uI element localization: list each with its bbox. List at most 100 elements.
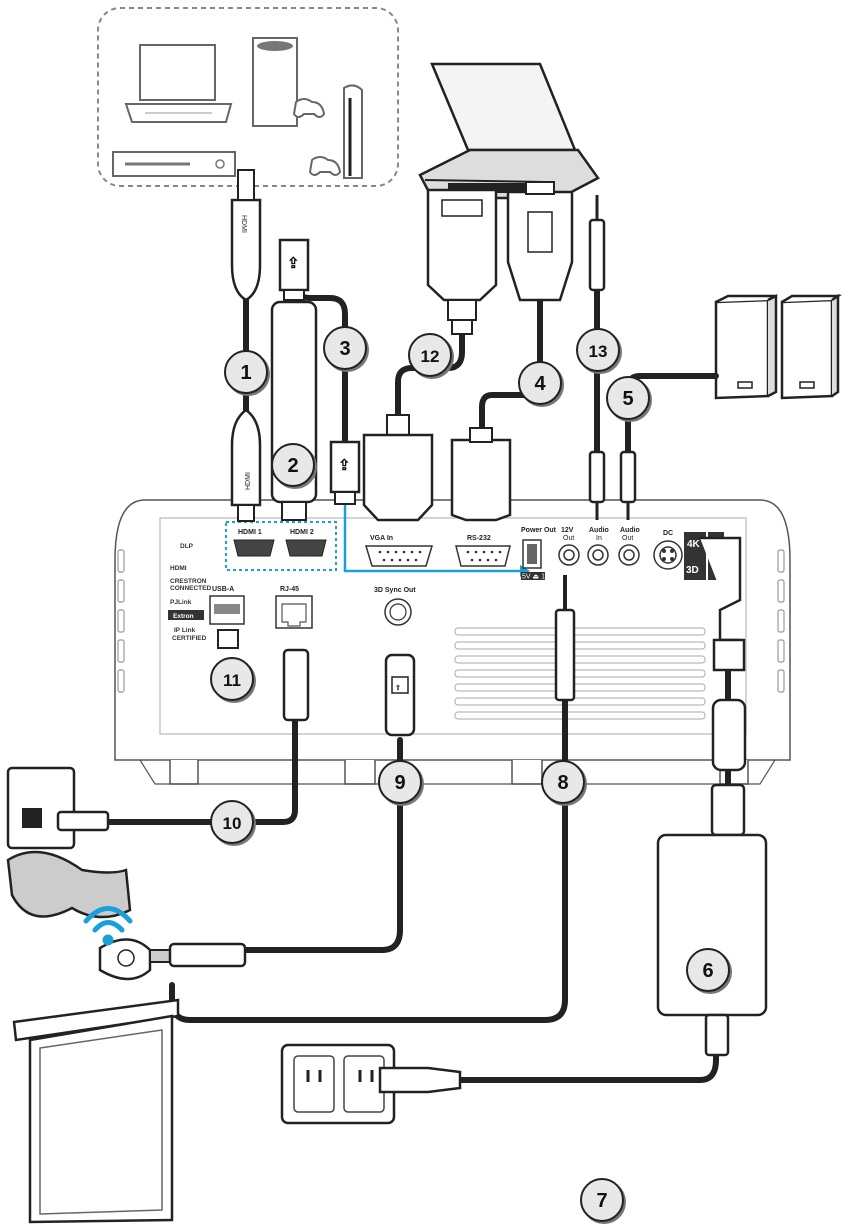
3d-glasses-icon xyxy=(6,850,132,919)
rs232-port[interactable] xyxy=(455,545,511,567)
audio-in-plug-top xyxy=(588,218,606,292)
hdmi2-port[interactable] xyxy=(285,539,327,557)
rj45-plug xyxy=(282,648,310,722)
ps-console-icon xyxy=(308,84,363,179)
iplink-logo: IP Link xyxy=(174,627,196,634)
hdmi-plug-top-text: HDMI xyxy=(240,215,247,233)
callout-label-1: 1 xyxy=(240,362,251,384)
dlp-logo: DLP xyxy=(180,543,194,550)
callout-1: 1 xyxy=(224,350,270,396)
power-out-label: Power Out xyxy=(521,527,557,534)
callout-4: 4 xyxy=(518,361,564,407)
svg-text:⇧: ⇧ xyxy=(395,684,401,692)
badge-4k: 4K xyxy=(687,539,701,550)
svg-text:⇪: ⇪ xyxy=(338,457,351,474)
hdmi2-label: HDMI 2 xyxy=(290,529,314,536)
callout-label-9: 9 xyxy=(394,772,405,794)
callout-label-6: 6 xyxy=(702,960,713,982)
hdmi1-label: HDMI 1 xyxy=(238,529,262,536)
audio-in-plug-bottom xyxy=(588,450,606,504)
extron-logo: Extron xyxy=(173,613,194,620)
power-plug xyxy=(378,1066,462,1094)
callout-label-12: 12 xyxy=(421,347,440,366)
12v-label-bottom: Out xyxy=(563,535,574,542)
callout-8: 8 xyxy=(541,760,587,806)
dvd-player-icon xyxy=(112,151,236,177)
projection-screen xyxy=(12,998,180,1224)
audio-out-label-bottom: Out xyxy=(622,535,633,542)
power-out-spec-badge xyxy=(521,572,545,580)
extron-badge xyxy=(168,610,204,620)
rs232-label: RS-232 xyxy=(467,535,491,542)
callout-label-2: 2 xyxy=(287,455,298,477)
callout-label-4: 4 xyxy=(534,373,546,395)
wireless-signal-icon xyxy=(83,906,133,946)
vga-in-port[interactable] xyxy=(364,545,434,567)
pc-laptop-icon xyxy=(418,62,600,200)
badge-3d: 3D xyxy=(686,565,699,576)
dc-label: DC xyxy=(663,530,673,537)
audio-in-label-bottom: In xyxy=(596,535,602,542)
callout-label-10: 10 xyxy=(223,814,242,833)
callout-5: 5 xyxy=(606,376,652,422)
vga-plug-bottom xyxy=(362,433,434,522)
callout-label-7: 7 xyxy=(596,1190,607,1212)
callout-label-13: 13 xyxy=(589,342,608,361)
hdmi-logo: HDMI xyxy=(170,565,187,572)
cable-7-power xyxy=(457,1037,719,1083)
laptop-icon xyxy=(124,44,233,123)
right-vent xyxy=(777,549,785,693)
source-devices-group xyxy=(97,7,399,187)
callout-3: 3 xyxy=(323,326,369,372)
callout-11: 11 xyxy=(210,657,256,703)
certification-logos: DLP HDMI CRESTRON CONNECTED PJLink Extro… xyxy=(168,543,211,642)
vga-plug-top xyxy=(426,188,498,302)
vga-in-label: VGA In xyxy=(370,535,393,542)
callout-2: 2 xyxy=(271,443,317,489)
12v-plug xyxy=(554,608,576,702)
3d-sync-out-label: 3D Sync Out xyxy=(374,587,416,594)
callout-9: 9 xyxy=(378,760,424,806)
vga-pins xyxy=(378,550,422,562)
audio-out-label-top: Audio xyxy=(620,527,640,534)
crestron-logo-line1: CRESTRON xyxy=(170,578,207,585)
callout-13: 13 xyxy=(576,328,622,374)
3d-sync-plug xyxy=(384,653,416,737)
rs232-plug-bottom xyxy=(450,438,512,522)
power-out-spec: 5V ⏏ 1.5A xyxy=(522,574,556,581)
ferrite-core xyxy=(711,698,747,772)
cable-10-lan xyxy=(107,717,298,825)
12v-label-top: 12V xyxy=(561,527,574,534)
callout-7: 7 xyxy=(580,1178,626,1224)
callout-10: 10 xyxy=(210,800,256,846)
speakers-icon xyxy=(714,293,843,400)
callout-label-5: 5 xyxy=(622,388,633,410)
callout-label-11: 11 xyxy=(223,671,241,690)
game-console-icon xyxy=(252,37,326,127)
projector-grille xyxy=(454,627,706,720)
svg-text:⇪: ⇪ xyxy=(287,255,300,272)
callout-label-8: 8 xyxy=(557,772,568,794)
usb-a-label: USB-A xyxy=(212,586,234,593)
usb-plug-top xyxy=(278,238,310,292)
callout-12: 12 xyxy=(408,333,454,379)
rs232-pins xyxy=(466,550,502,562)
cable-9-3d-sync xyxy=(242,737,403,953)
spec-badge xyxy=(684,532,706,580)
projector-feet xyxy=(169,760,749,785)
usb-power-link xyxy=(343,498,520,573)
3d-emitter xyxy=(98,938,247,981)
audio-out-plug xyxy=(619,450,637,504)
hdmi1-port[interactable] xyxy=(233,539,275,557)
hdmi-plug-bottom-text: HDMI xyxy=(245,472,252,490)
bluetooth-dongle xyxy=(217,629,239,649)
hdmi-plug-bottom xyxy=(230,408,262,507)
audio-in-label-top: Audio xyxy=(589,527,609,534)
callout-6: 6 xyxy=(686,948,732,994)
left-vent xyxy=(117,549,125,693)
crestron-logo-line2: CONNECTED xyxy=(170,585,211,592)
callout-label-3: 3 xyxy=(339,338,350,360)
